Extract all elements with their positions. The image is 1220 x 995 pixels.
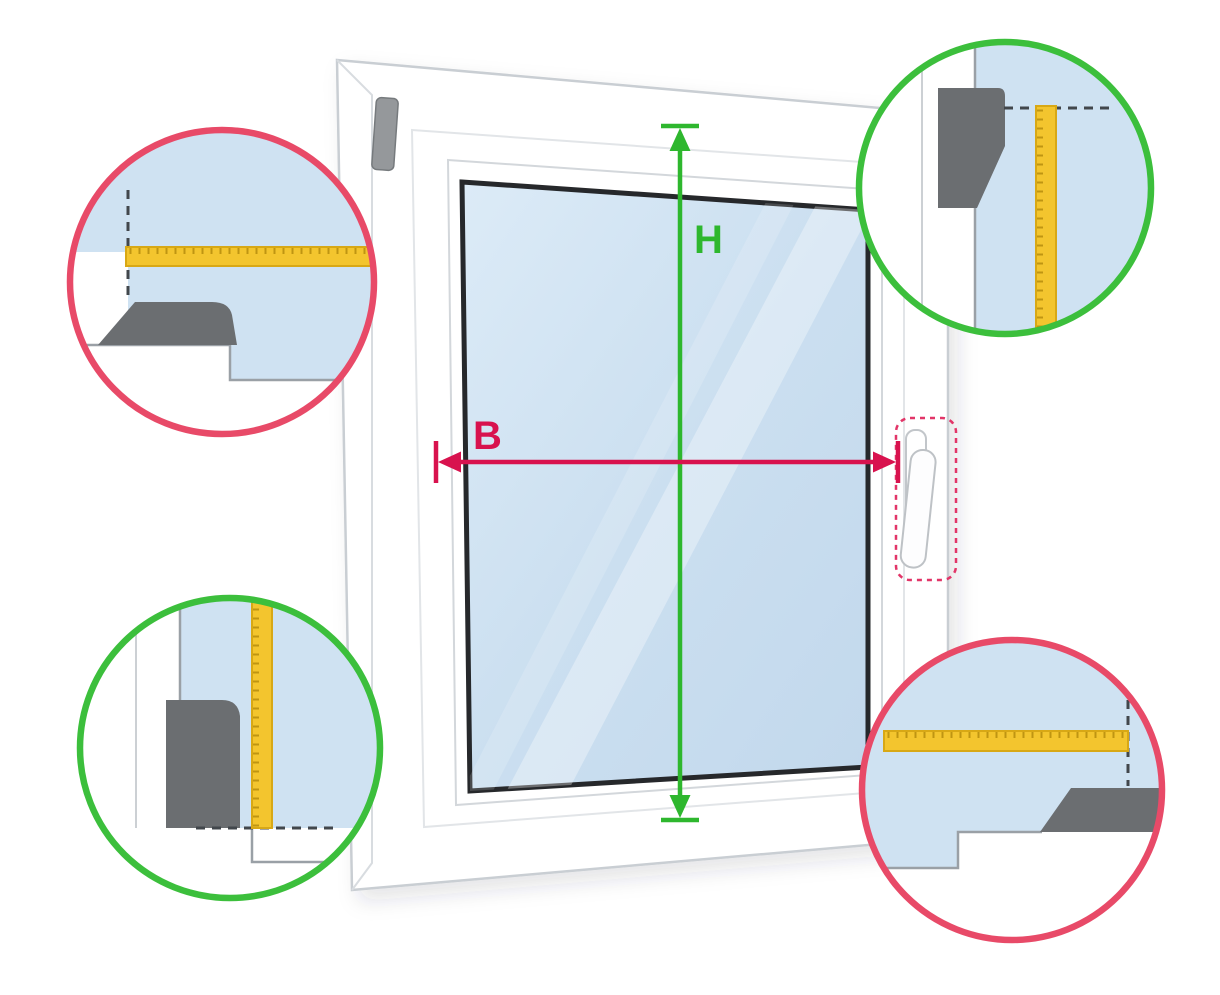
sill-step-outline [862, 830, 1042, 870]
handle-lever [899, 448, 937, 569]
callout-border [858, 636, 1166, 944]
frame-profile [1040, 788, 1162, 832]
frame-profile [938, 88, 1005, 208]
frame-profile [166, 700, 240, 828]
height-arrowhead-top [669, 128, 691, 151]
callout-bottom-right [858, 636, 1166, 944]
sill-white [80, 828, 380, 898]
glass-reflection-wide [506, 205, 868, 791]
glass-reflection-narrow [462, 202, 794, 791]
callout-top-right [855, 38, 1155, 338]
hinge-icon [371, 96, 399, 172]
frame-depth-edge [336, 59, 373, 891]
width-label: B [473, 414, 503, 458]
vertical-tape-icon [1035, 105, 1057, 334]
callout-bottom-left [76, 594, 384, 902]
callout-border [855, 38, 1155, 338]
handle-highlight-dashed-box [894, 416, 958, 582]
callout-border [66, 126, 378, 438]
window-handle [899, 429, 937, 569]
width-arrowhead-right [873, 451, 896, 473]
height-arrowhead-bottom [669, 795, 691, 818]
height-arrow [661, 123, 699, 823]
callout-border [76, 594, 384, 902]
frame-profile [98, 302, 237, 345]
height-label: H [694, 218, 724, 262]
width-arrowhead-left [438, 451, 461, 473]
width-arrow [433, 441, 901, 483]
vertical-tape-icon [251, 598, 273, 829]
horizontal-tape-icon [883, 730, 1129, 752]
horizontal-tape-icon [125, 246, 373, 267]
glass-reflections [462, 202, 868, 791]
